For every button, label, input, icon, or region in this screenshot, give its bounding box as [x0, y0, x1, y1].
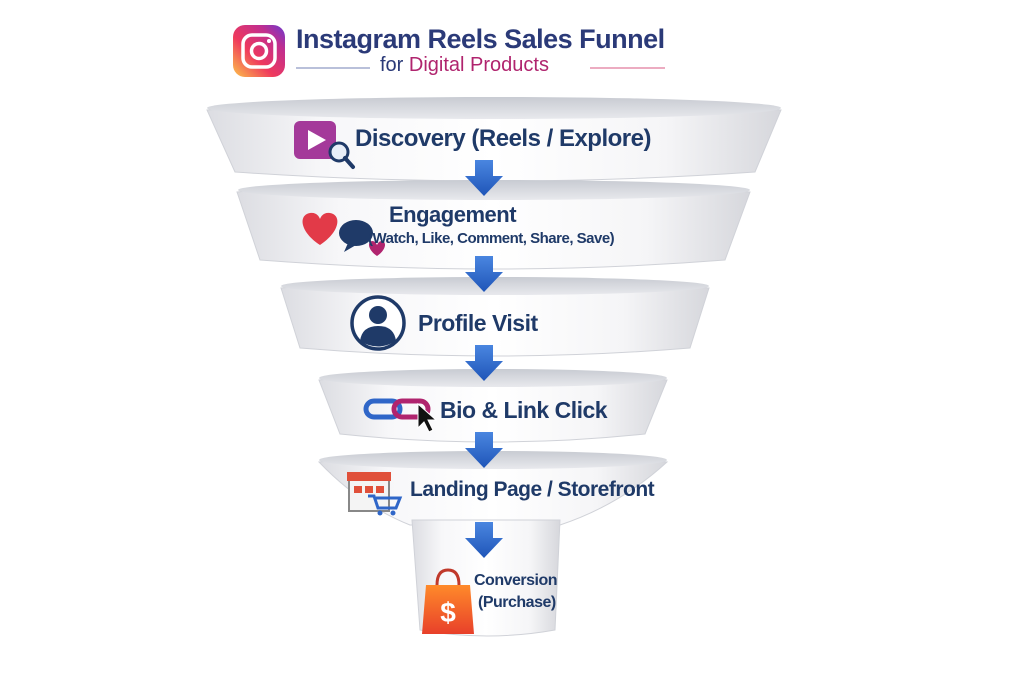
link-cursor-icon: [363, 398, 438, 433]
stage-5-title: Landing Page / Storefront: [410, 478, 655, 501]
stage-6-detail: (Purchase): [478, 594, 556, 611]
funnel-stage-5: [317, 451, 669, 526]
stage-1-title: Discovery (Reels / Explore): [355, 125, 651, 152]
heart-comment-icon: [302, 212, 385, 256]
arrow-down-icon: [465, 432, 503, 468]
funnel-stage-2: [236, 180, 751, 270]
arrow-down-icon: [465, 522, 503, 558]
shopping-bag-dollar-icon: $: [422, 568, 474, 634]
store-cart-icon: [347, 472, 403, 516]
arrow-down-icon: [465, 345, 503, 381]
stage-3-title: Profile Visit: [418, 310, 538, 336]
stage-2-title: Engagement: [389, 202, 517, 227]
stage-4-title: Bio & Link Click: [440, 397, 608, 423]
user-profile-icon: [350, 295, 406, 351]
subtitle-prefix: for: [380, 54, 404, 76]
svg-text:$: $: [440, 597, 456, 628]
arrow-down-icon: [465, 160, 503, 196]
stage-6-title: Conversion: [474, 572, 558, 589]
page-subtitle: for Digital Products: [380, 54, 549, 77]
page-title: Instagram Reels Sales Funnel: [296, 24, 665, 54]
subtitle-highlight: Digital Products: [408, 54, 549, 76]
stage-2-detail: (Watch, Like, Comment, Share, Save): [368, 230, 615, 247]
play-search-icon: [294, 121, 355, 169]
instagram-logo-icon: [233, 25, 285, 77]
arrow-down-icon: [465, 256, 503, 292]
funnel-stage-1: [206, 97, 782, 182]
funnel-stage-4: [318, 369, 668, 443]
